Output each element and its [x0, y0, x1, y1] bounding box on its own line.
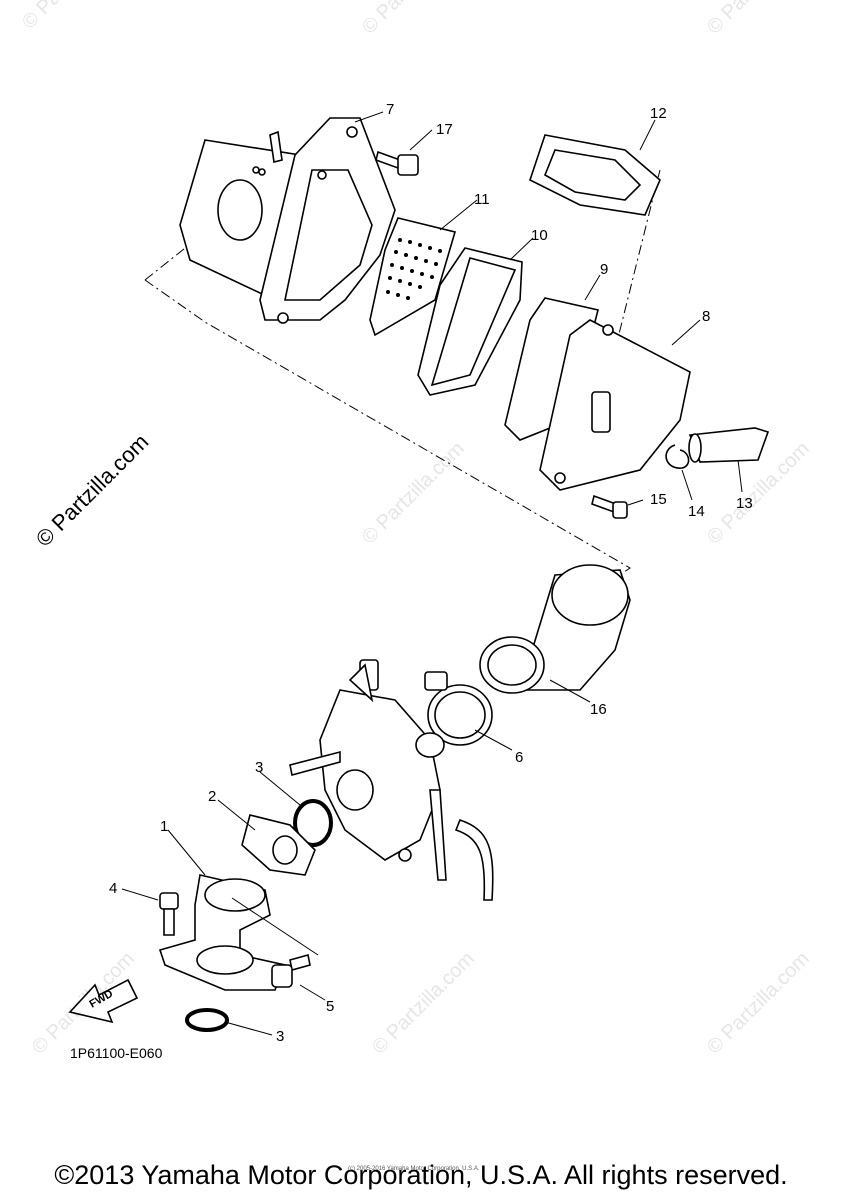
callout-3-upper: 3: [255, 759, 263, 776]
callout-8: 8: [702, 308, 710, 325]
part-10-element: [417, 247, 523, 396]
watermark: © Partzilla.com: [703, 0, 814, 39]
watermark: © Partzilla.com: [18, 0, 129, 34]
mesh-dots: [386, 238, 442, 300]
callout-1: 1: [160, 818, 168, 835]
carburetor: [289, 659, 494, 901]
callout-11: 11: [474, 191, 490, 208]
callout-9: 9: [600, 261, 608, 278]
callout-17: 17: [436, 121, 453, 138]
watermark: © Partzilla.com: [358, 438, 469, 549]
callout-2: 2: [208, 788, 216, 805]
part-3-o-ring-upper: [293, 799, 333, 847]
part-1-manifold: [158, 874, 287, 991]
callout-10: 10: [531, 227, 548, 244]
part-2-insulator: [241, 814, 316, 876]
part-15-screw: [591, 494, 628, 519]
copyright-line: ©2013 Yamaha Motor Corporation, U.S.A. A…: [54, 1160, 788, 1190]
part-5-bolt: [271, 953, 311, 988]
fwd-arrow: FWD: [68, 978, 139, 1024]
part-6-clamp: [424, 671, 493, 746]
watermark: © Partzilla.com: [703, 948, 814, 1059]
callout-6: 6: [515, 749, 523, 766]
callout-14: 14: [688, 503, 705, 520]
part-14-clip: [665, 444, 690, 469]
part-9-gasket: [504, 297, 599, 441]
watermark: © Partzilla.com: [358, 0, 469, 39]
leader-lines: [121, 111, 743, 1036]
callout-5: 5: [326, 998, 334, 1015]
part-12-joint-cap: [529, 134, 661, 216]
part-13-pipe: [688, 427, 770, 463]
part-3-o-ring-lower: [185, 1008, 229, 1032]
callout-3-lower: 3: [276, 1028, 284, 1045]
small-copyright: (c) 2005-2016 Yamaha Motor Corporation, …: [348, 1166, 480, 1172]
part-8-cap: [539, 319, 691, 491]
callout-16: 16: [590, 701, 607, 718]
callout-7: 7: [386, 101, 394, 118]
watermark: © Partzilla.com: [368, 948, 479, 1059]
part-17-bolt: [375, 150, 419, 176]
side-watermark: © Partzilla.com: [31, 429, 154, 552]
drawing-code: 1P61100-E060: [70, 1045, 163, 1061]
part-16-joint: [479, 564, 631, 694]
callout-4: 4: [109, 880, 117, 897]
callout-13: 13: [736, 495, 753, 512]
part-7-gasket-frame: [259, 117, 396, 324]
part-11-element-mesh: [369, 217, 457, 337]
callout-15: 15: [650, 491, 667, 508]
callouts: 7 17 12 11 10 9 8 15 14 13 16 6 3 2 1 4 …: [109, 101, 753, 1045]
callout-12: 12: [650, 105, 667, 122]
part-4-bolt: [159, 892, 179, 936]
